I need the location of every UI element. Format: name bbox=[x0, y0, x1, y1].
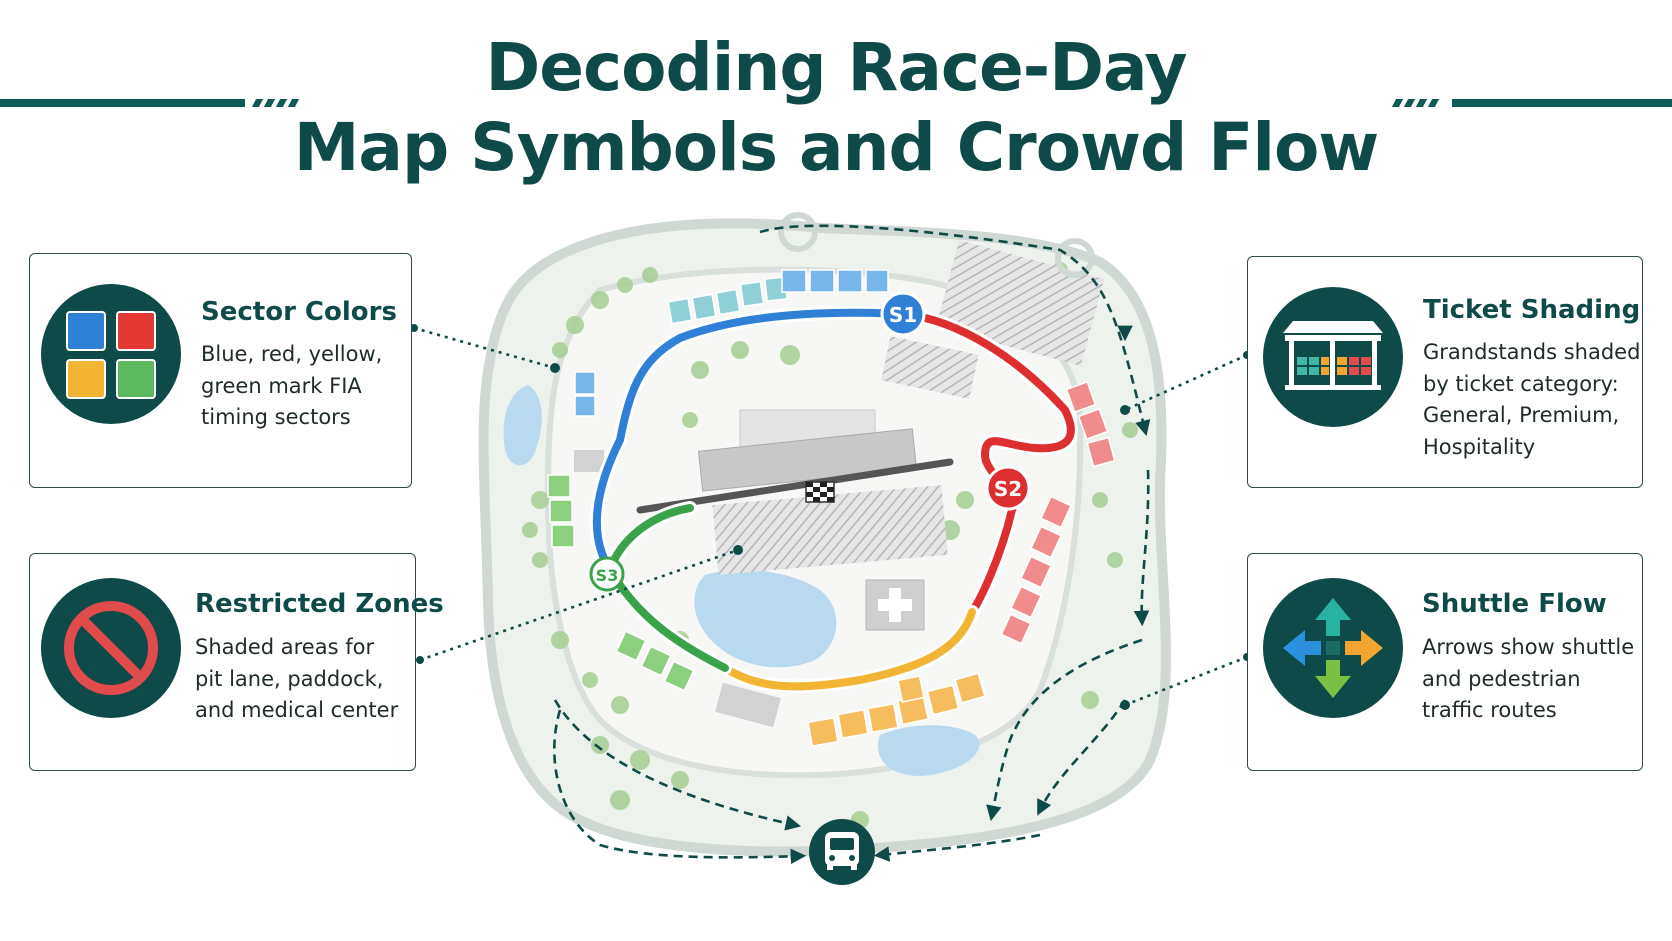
grandstand-north-teal bbox=[667, 276, 788, 325]
grandstands bbox=[547, 269, 1116, 747]
svg-text:S3: S3 bbox=[596, 566, 619, 585]
ticket-shading-title: Ticket Shading bbox=[1423, 295, 1641, 325]
leader-lines bbox=[413, 326, 1248, 707]
lake-west bbox=[503, 385, 542, 466]
four-way-arrows-icon bbox=[1263, 578, 1403, 718]
ticket-shading-description: Grandstands shaded by ticket category: G… bbox=[1423, 340, 1641, 459]
lake-south bbox=[878, 725, 980, 776]
roundabout-north bbox=[778, 212, 818, 252]
sector-colors-description: Blue, red, yellow, green mark FIA timing… bbox=[201, 342, 383, 429]
route-east-south bbox=[986, 638, 1143, 822]
svg-text:S1: S1 bbox=[889, 303, 917, 327]
restricted-zones-card: Restricted Zones Shaded areas for pit la… bbox=[29, 553, 444, 771]
sector-colors-title: Sector Colors bbox=[201, 297, 397, 327]
building-north bbox=[881, 336, 979, 399]
restricted-zones-description: Shaded areas for pit lane, paddock, and … bbox=[195, 635, 399, 722]
building-south bbox=[715, 682, 781, 728]
grandstand-icon bbox=[1263, 287, 1403, 427]
no-entry-icon bbox=[41, 578, 181, 718]
sector-marker-s2: S2 bbox=[985, 465, 1031, 511]
pit-building bbox=[697, 428, 918, 492]
route-to-bus-east bbox=[873, 833, 1041, 862]
shuttle-flow-title: Shuttle Flow bbox=[1422, 589, 1607, 619]
leader-sector-colors bbox=[413, 326, 556, 370]
grandstand-east-red bbox=[1000, 381, 1116, 645]
svg-text:S2: S2 bbox=[994, 477, 1022, 501]
sector-1-blue bbox=[592, 308, 907, 574]
leader-ticket-shading bbox=[1124, 353, 1248, 412]
title-line-2: Map Symbols and Crowd Flow bbox=[293, 109, 1380, 186]
sector-2-red bbox=[899, 310, 1075, 616]
route-north bbox=[759, 224, 1151, 437]
shuttle-routes bbox=[553, 224, 1151, 865]
sector-3-yellow bbox=[721, 608, 976, 691]
bus-icon bbox=[809, 819, 875, 885]
title-rule-right bbox=[1452, 99, 1672, 107]
shuttle-flow-description: Arrows show shuttle and pedestrian traff… bbox=[1422, 635, 1635, 722]
building-west bbox=[574, 450, 604, 472]
sector-marker-s1: S1 bbox=[880, 291, 926, 337]
paddock-area bbox=[712, 485, 948, 575]
title-line-1: Decoding Race-Day bbox=[485, 29, 1187, 106]
shuttle-flow-card: Shuttle Flow Arrows show shuttle and ped… bbox=[1247, 553, 1643, 771]
grandstand-north-blue bbox=[574, 269, 889, 417]
sector-colors-card: Sector Colors Blue, red, yellow, green m… bbox=[29, 253, 412, 488]
route-to-bus-west bbox=[553, 709, 807, 865]
leader-shuttle-flow bbox=[1124, 655, 1248, 707]
restricted-zones-title: Restricted Zones bbox=[195, 589, 444, 619]
ticket-shading-card: Ticket Shading Grandstands shaded by tic… bbox=[1247, 256, 1643, 488]
lake-infield bbox=[694, 570, 837, 668]
leader-restricted-zones bbox=[419, 548, 739, 662]
trees bbox=[522, 262, 1138, 829]
route-west-south bbox=[553, 699, 802, 831]
route-east-down bbox=[1133, 469, 1150, 627]
grandstand-west-green bbox=[547, 474, 695, 692]
roundabout-east bbox=[1055, 238, 1095, 278]
page-title: Decoding Race-Day Map Symbols and Crowd … bbox=[0, 28, 1672, 188]
four-color-squares-icon bbox=[41, 284, 181, 424]
checkered-flag-icon bbox=[805, 481, 835, 503]
title-rule-left bbox=[0, 99, 245, 107]
grandstand-south-yellow bbox=[807, 672, 986, 747]
medical-cross-icon bbox=[865, 579, 925, 631]
sector-marker-s3: S3 bbox=[589, 556, 625, 592]
